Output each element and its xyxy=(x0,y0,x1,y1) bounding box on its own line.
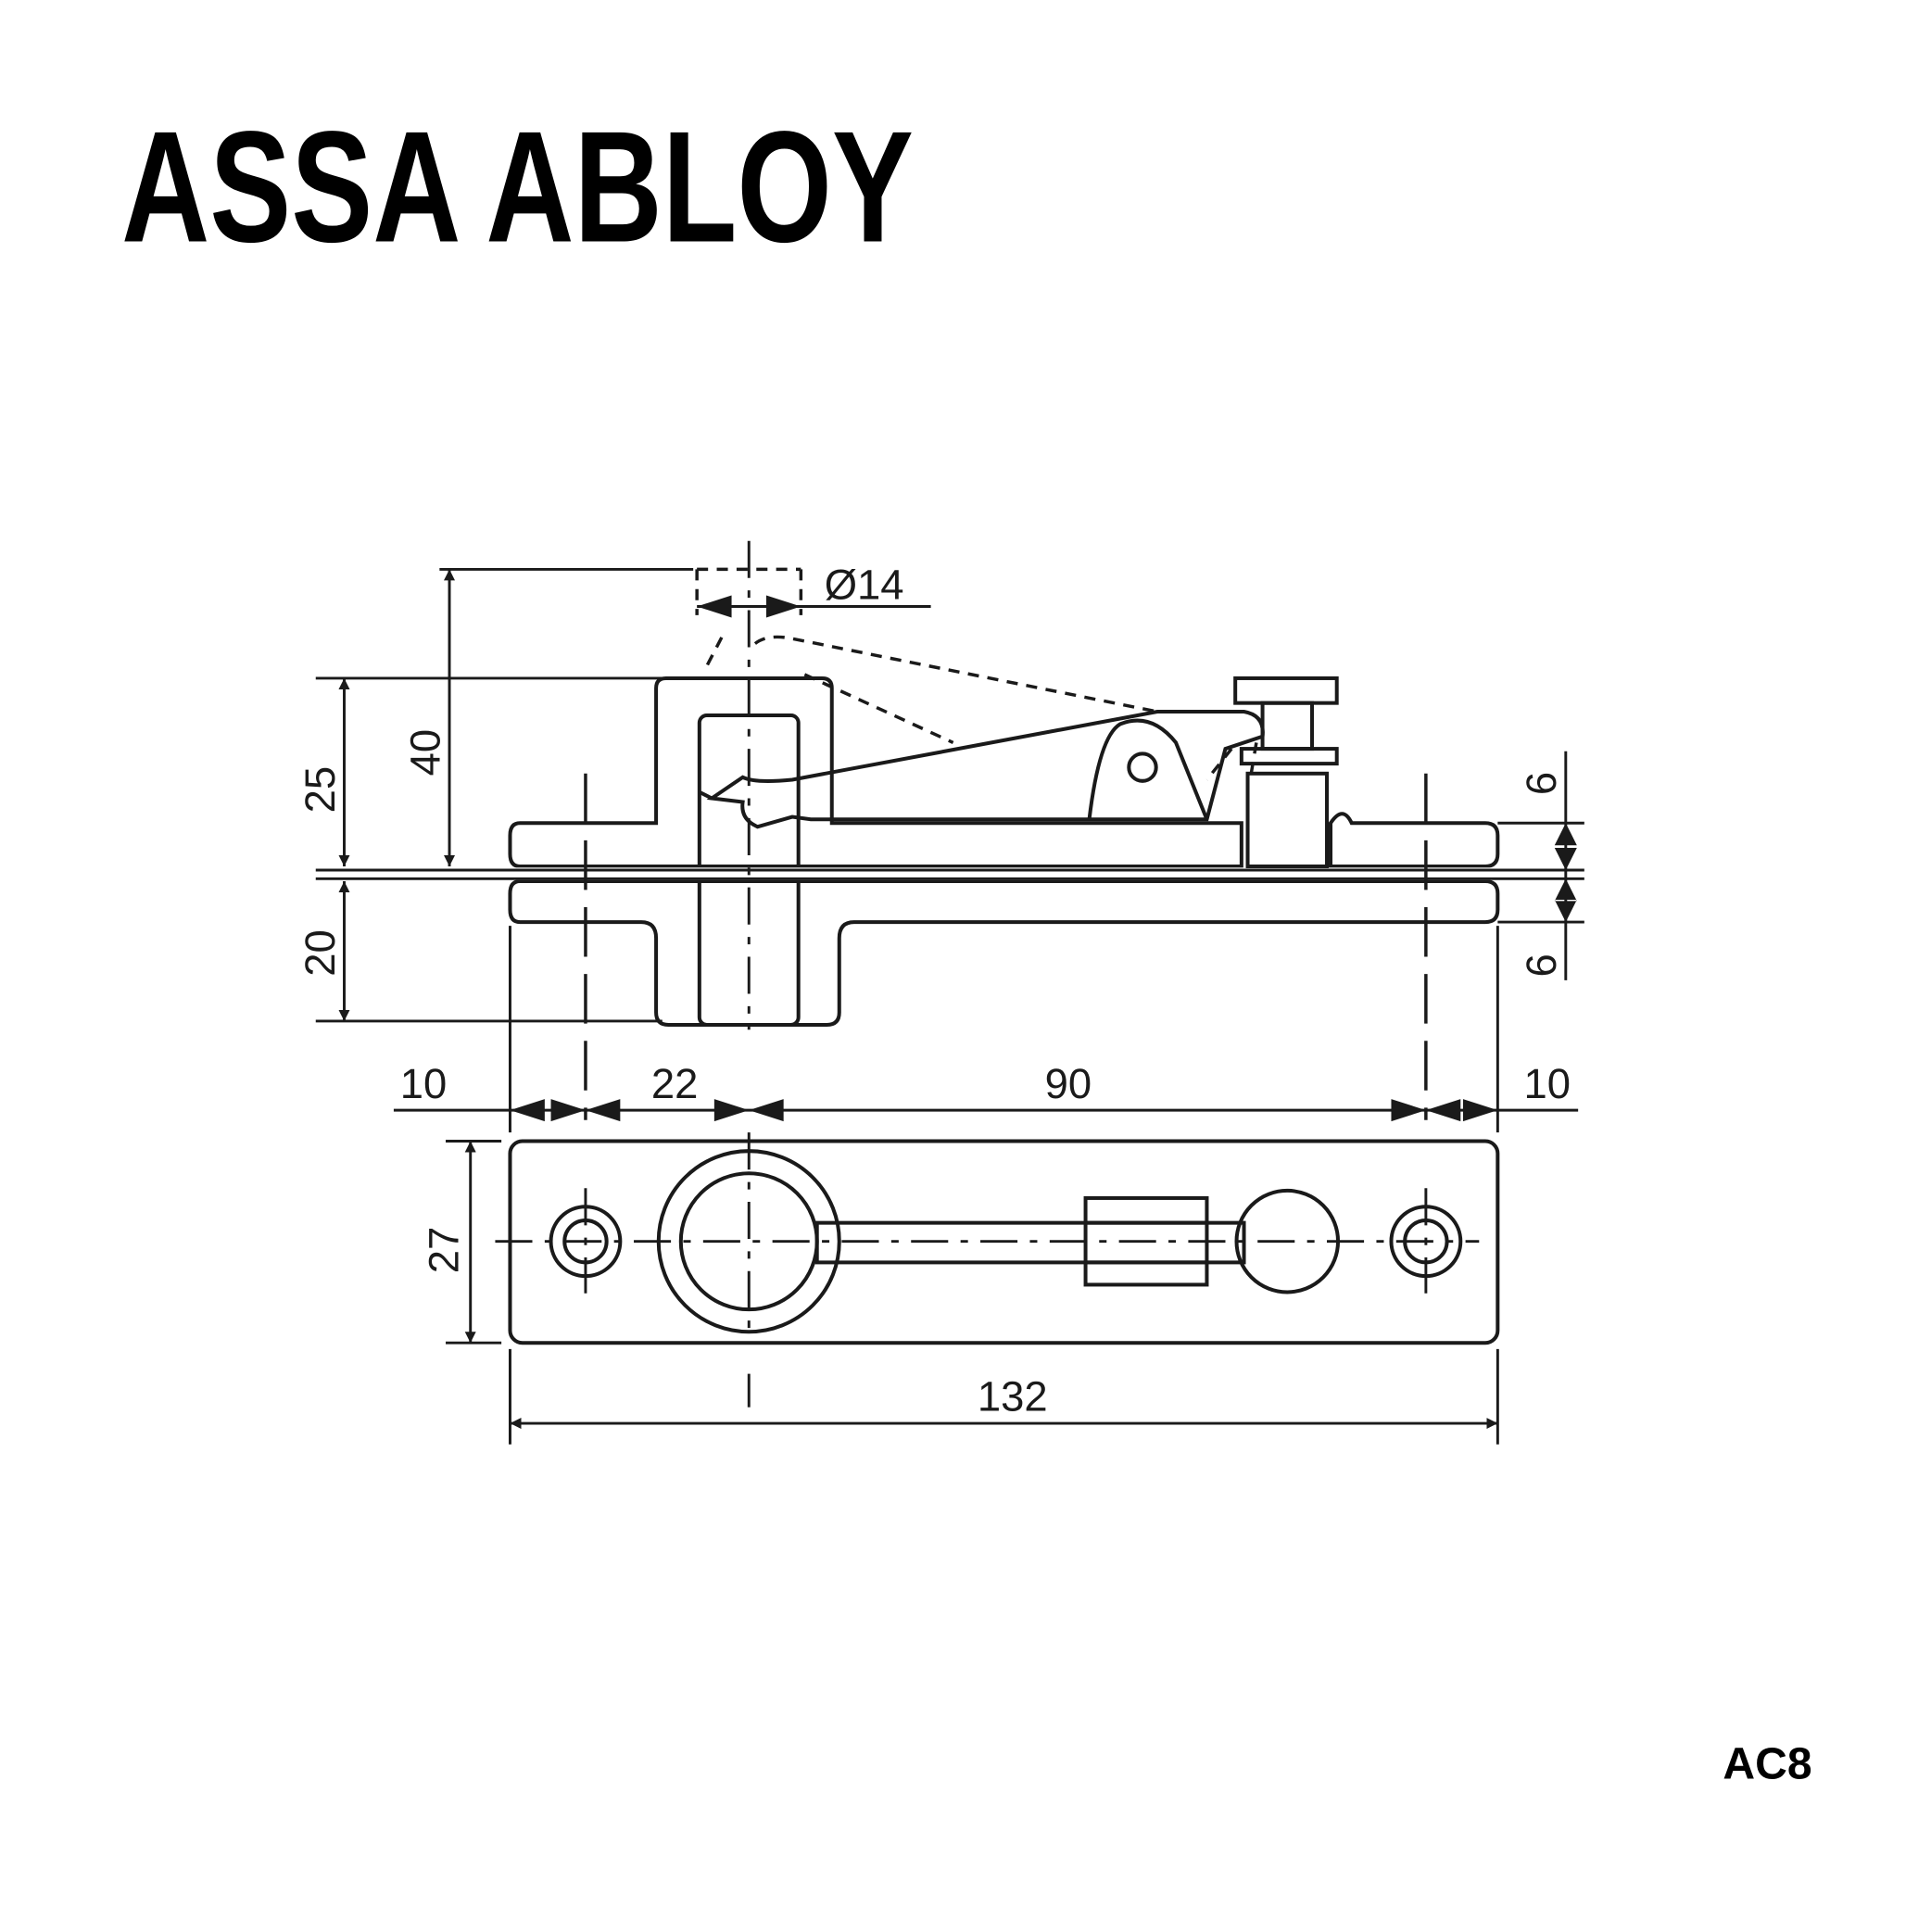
lever-handle xyxy=(706,710,1265,829)
dim-diameter: Ø14 xyxy=(825,561,904,608)
dim-right-edge: 10 xyxy=(1524,1060,1571,1107)
dim-plate-lower: 6 xyxy=(1518,953,1565,977)
knob-cap xyxy=(1233,676,1339,705)
upper-plate-section xyxy=(508,676,1243,868)
knob-washer xyxy=(1239,747,1339,766)
spacing-dimensions: 10 22 90 10 xyxy=(393,926,1579,1133)
product-code: AC8 xyxy=(1723,1738,1811,1788)
knob-stem xyxy=(1260,701,1314,751)
upper-plate-right xyxy=(1329,812,1500,868)
dim-height-total: 40 xyxy=(401,729,448,777)
knob-body xyxy=(1245,771,1330,868)
side-view xyxy=(315,540,1584,1120)
lever-pivot-bracket xyxy=(1087,718,1209,820)
dim-height-lower: 20 xyxy=(297,929,344,977)
dim-length: 132 xyxy=(978,1373,1048,1421)
side-dimensions: 40 25 20 Ø14 6 6 xyxy=(297,561,1584,1023)
lower-plate-section xyxy=(508,879,1500,1027)
pivot-pin xyxy=(1127,751,1158,783)
brand-logo: ASSA ABLOY xyxy=(121,98,914,275)
dim-left-edge: 10 xyxy=(400,1060,448,1107)
hub-inner xyxy=(678,1171,819,1312)
dim-plate-upper: 6 xyxy=(1518,772,1565,795)
dim-width: 27 xyxy=(420,1227,467,1274)
dim-height-upper: 25 xyxy=(297,766,344,814)
top-view xyxy=(495,1132,1500,1345)
top-view-dimensions: 27 132 xyxy=(420,1140,1499,1445)
dim-hole-to-center: 22 xyxy=(651,1060,699,1107)
dim-center-to-hole: 90 xyxy=(1045,1060,1092,1107)
